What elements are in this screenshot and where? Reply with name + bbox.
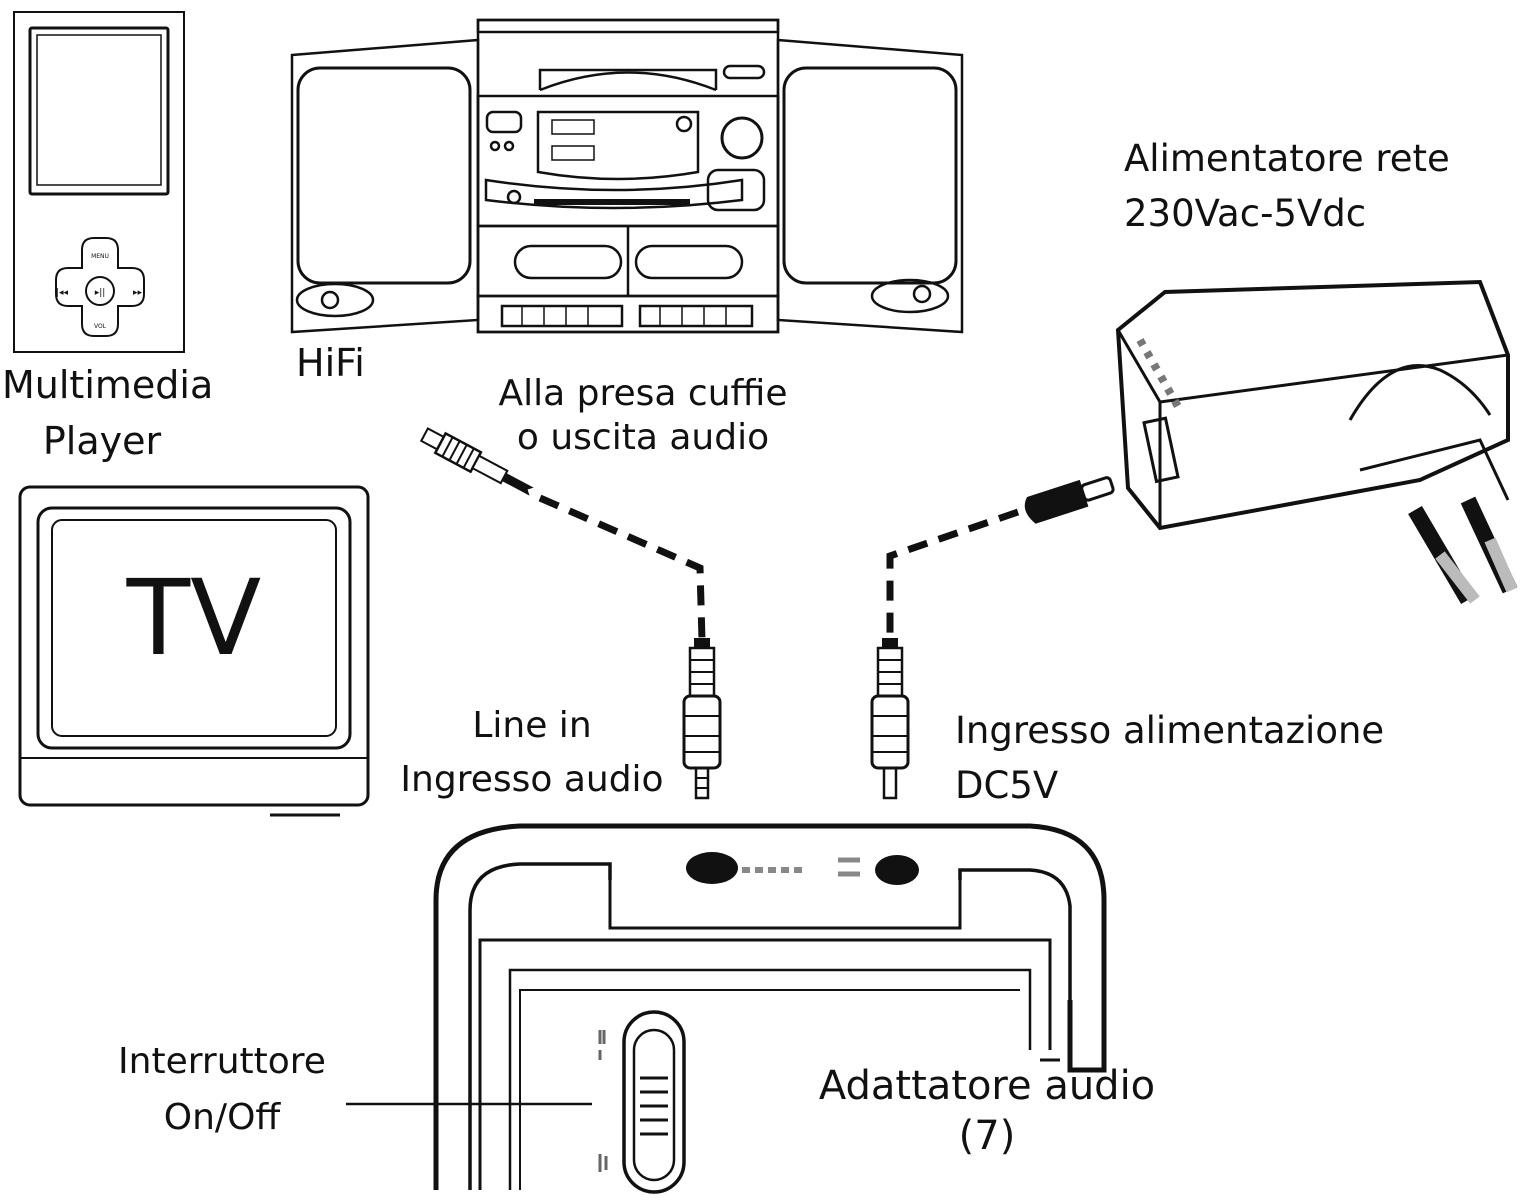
mains-power-adapter	[1024, 279, 1518, 605]
player-next-icon: ▸▸|	[133, 288, 145, 298]
player-prev-icon: |◂◂	[56, 288, 69, 298]
audio-adapter-label-line1: Adattatore audio	[818, 1063, 1156, 1109]
line-in-label: Line in Ingresso audio	[396, 708, 668, 798]
switch-label-line1: Interruttore	[118, 1041, 326, 1082]
multimedia-player-label-line2: Player	[42, 419, 162, 463]
player-play-pause-icon: ▸||	[95, 288, 106, 298]
audio-adapter-unit	[433, 823, 1107, 1194]
player-menu-label: MENU	[91, 253, 109, 260]
hifi-label: HiFi	[296, 341, 365, 385]
audio-cable-dashed	[538, 494, 706, 641]
tv-device	[18, 485, 370, 817]
power-input-label-line1: Ingresso alimentazione	[955, 709, 1385, 752]
switch-label-line2: On/Off	[163, 1097, 281, 1138]
switch-label: Interruttore On/Off	[104, 1044, 340, 1136]
audio-adapter-label: Adattatore audio (7)	[800, 1066, 1174, 1156]
multimedia-player-label-line1: Multimedia	[2, 363, 214, 407]
dc-power-plug	[870, 638, 910, 800]
hifi-stereo-device	[290, 18, 964, 334]
power-switch[interactable]	[596, 1010, 686, 1194]
line-in-plug	[682, 638, 722, 800]
headphone-jack-label-line2: o uscita audio	[516, 417, 770, 458]
tv-screen-label: TV	[126, 557, 262, 679]
multimedia-player-label: Multimedia Player	[2, 363, 214, 463]
mains-adapter-label-line2: 230Vac-5Vdc	[1124, 192, 1367, 235]
power-cable-dashed	[886, 508, 1020, 638]
mains-adapter-label: Alimentatore rete 230Vac-5Vdc	[1124, 140, 1450, 232]
audio-adapter-label-line2: (7)	[958, 1113, 1016, 1159]
line-in-label-line2: Ingresso audio	[400, 759, 664, 800]
multimedia-player-device: MENU VOL |◂◂ ▸|| ▸▸|	[13, 11, 185, 353]
power-input-label-line2: DC5V	[955, 764, 1059, 807]
audio-jack-plug	[419, 427, 534, 496]
player-vol-label: VOL	[94, 323, 107, 330]
headphone-jack-label-line1: Alla presa cuffie	[498, 373, 788, 414]
mains-adapter-label-line1: Alimentatore rete	[1124, 137, 1450, 180]
headphone-jack-label: Alla presa cuffie o uscita audio	[490, 376, 796, 456]
power-input-label: Ingresso alimentazione DC5V	[955, 712, 1384, 804]
line-in-label-line1: Line in	[472, 705, 592, 746]
